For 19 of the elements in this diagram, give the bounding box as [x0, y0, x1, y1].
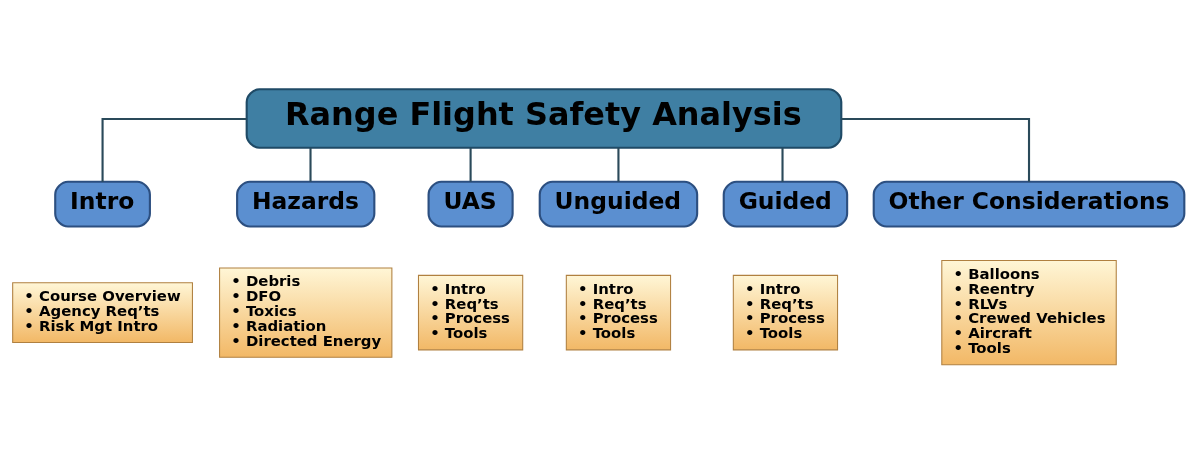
node-box: • Intro • Req’ts • Process • Tools	[417, 274, 524, 350]
node-box: • Intro • Req’ts • Process • Tools	[732, 274, 839, 350]
connector	[617, 147, 620, 182]
connector	[781, 147, 784, 182]
node-box: Hazards	[236, 180, 376, 228]
connector	[101, 117, 247, 182]
node-box: Unguided	[538, 180, 699, 228]
node-box: Guided	[722, 180, 849, 228]
connector	[309, 147, 312, 182]
node-box: Intro	[54, 180, 151, 228]
node-box: Other Considerations	[872, 180, 1186, 228]
node-box: • Debris • DFO • Toxics • Radiation • Directed Energy	[219, 266, 393, 358]
node-box: Range Flight Safety Analysis	[245, 87, 843, 149]
node-box: UAS	[427, 180, 514, 228]
node-box: • Balloons • Reentry • RLVs • Crewed Vehicles • Aircraft • Tools	[941, 259, 1117, 365]
node-box: • Intro • Req’ts • Process • Tools	[565, 274, 672, 350]
connector	[469, 147, 472, 182]
node-box: • Course Overview • Agency Req’ts • Risk Mgt Intro	[12, 281, 193, 343]
connector	[841, 117, 1031, 182]
